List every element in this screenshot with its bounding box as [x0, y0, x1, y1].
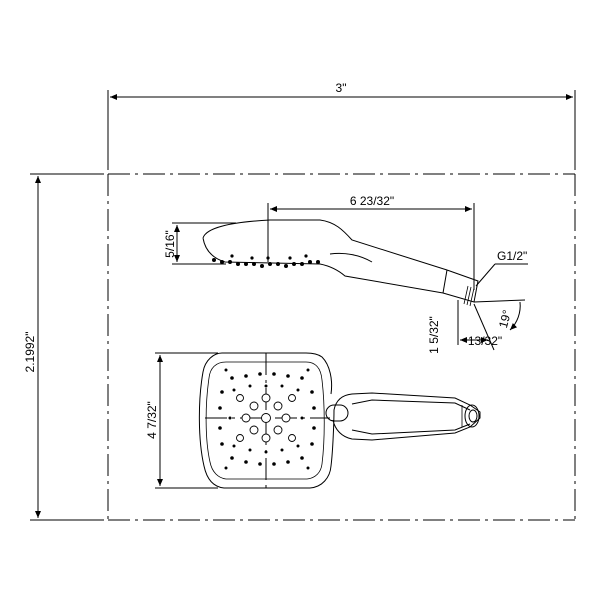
front-spray-nozzles [218, 368, 316, 470]
drawing-frame [107, 173, 576, 521]
face-height-dimension: 4 7/32" [145, 352, 218, 489]
connector-dimensions: 13/32" 1 5/32" 19° [427, 299, 526, 354]
overall-width-label: 3" [336, 81, 347, 95]
head-thickness-dimension: 5/16" [163, 222, 236, 265]
overall-height-label: 2.1992" [23, 332, 37, 373]
head-thickness-label: 5/16" [163, 230, 177, 258]
neck-offset-label: 1 5/32" [427, 316, 441, 354]
angle-label: 19° [496, 308, 514, 329]
face-height-label: 4 7/32" [145, 401, 159, 439]
handle-length-dimension: 6 23/32" [267, 194, 475, 290]
handle-length-label: 6 23/32" [350, 194, 394, 208]
overall-width-dimension: 3" [107, 81, 576, 170]
connector-width-label: 13/32" [468, 334, 502, 348]
front-view [198, 352, 481, 489]
thread-label: G1/2" [497, 249, 527, 263]
side-view [202, 219, 479, 307]
thread-callout: G1/2" [475, 249, 528, 287]
overall-height-dimension: 2.1992" [23, 173, 104, 521]
side-spray-nozzles [212, 254, 320, 268]
